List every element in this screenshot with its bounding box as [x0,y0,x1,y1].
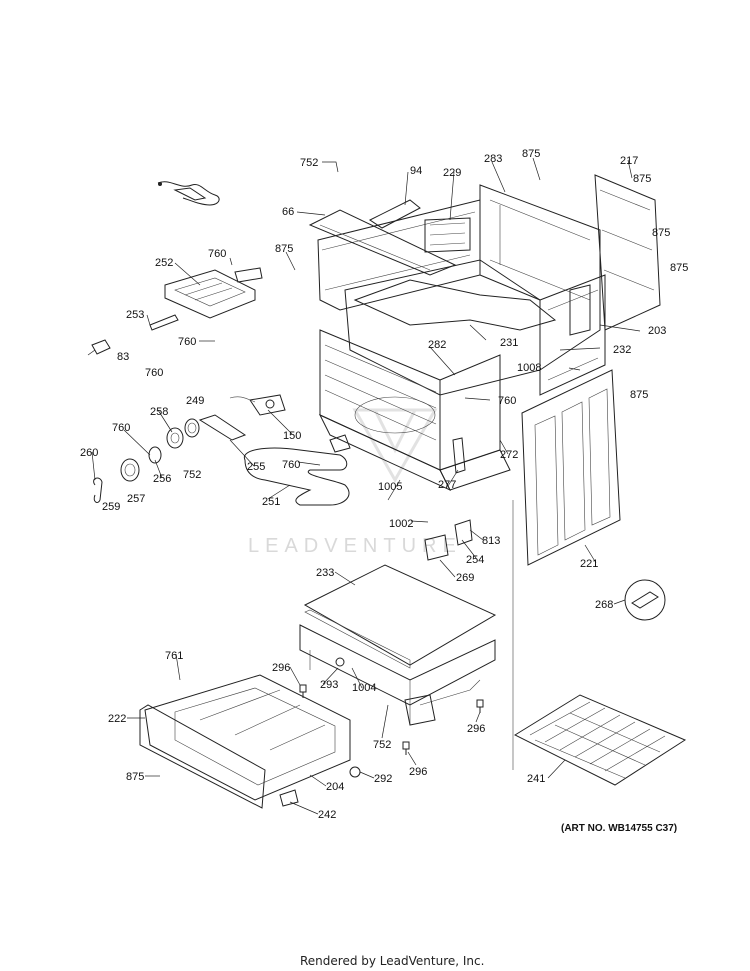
label-752: 752 [183,469,201,481]
label-277: 277 [438,479,456,491]
label-242: 242 [318,809,336,821]
label-233: 233 [316,567,334,579]
label-254: 254 [466,554,484,566]
label-229: 229 [443,167,461,179]
label-217: 217 [620,155,638,167]
label-760: 760 [282,459,300,471]
fasteners [299,657,484,778]
label-253: 253 [126,309,144,321]
insulation-block [424,217,471,253]
art-number: (ART NO. WB14755 C37) [561,823,677,834]
label-222: 222 [108,713,126,725]
label-268: 268 [595,599,613,611]
label-813: 813 [482,535,500,547]
label-1004: 1004 [352,682,376,694]
label-258: 258 [150,406,168,418]
label-203: 203 [648,325,666,337]
label-292: 292 [374,773,392,785]
label-1008: 1008 [517,362,541,374]
label-241: 241 [527,773,545,785]
label-282: 282 [428,339,446,351]
part-83 [91,339,111,355]
support-frame [299,624,496,726]
oven-rack [513,694,687,786]
watermark-logo: LEADVENTURE [248,408,462,557]
latch [452,437,466,474]
part-labels: 752 94 229 283 875 217 875 66 875 875 87… [80,148,688,821]
top-brackets [308,199,457,276]
wire-harness [157,181,220,206]
label-leaders [87,157,641,815]
label-94: 94 [410,165,422,177]
label-760: 760 [498,395,516,407]
label-249: 249 [186,395,204,407]
label-761: 761 [165,650,183,662]
label-875: 875 [275,243,293,255]
label-221: 221 [580,558,598,570]
label-752: 752 [373,739,391,751]
rear-panel [594,174,661,331]
label-760: 760 [112,422,130,434]
control-assembly [229,394,286,416]
label-293: 293 [320,679,338,691]
label-875: 875 [630,389,648,401]
label-232: 232 [613,344,631,356]
label-296: 296 [467,723,485,735]
label-875: 875 [670,262,688,274]
oven-body [317,184,606,492]
label-259: 259 [102,501,120,513]
knob-assembly [93,418,200,503]
label-875: 875 [633,173,651,185]
bottom-plate [303,564,497,669]
label-269: 269 [456,572,474,584]
label-83: 83 [117,351,129,363]
storage-drawer [139,674,351,809]
label-204: 204 [326,781,344,793]
bracket-255 [198,414,247,441]
door-switch [424,519,473,561]
bake-element [243,434,351,506]
label-66: 66 [282,206,294,218]
broil-element [149,267,263,331]
label-296: 296 [272,662,290,674]
label-1005: 1005 [378,481,402,493]
label-760: 760 [145,367,163,379]
vent-duct [353,279,557,331]
label-231: 231 [500,337,518,349]
label-760: 760 [178,336,196,348]
label-255: 255 [247,461,265,473]
label-283: 283 [484,153,502,165]
label-875: 875 [522,148,540,160]
label-150: 150 [283,430,301,442]
label-257: 257 [127,493,145,505]
label-296: 296 [409,766,427,778]
label-1002: 1002 [389,518,413,530]
label-760: 760 [208,248,226,260]
label-256: 256 [153,473,171,485]
label-875: 875 [652,227,670,239]
watermark-text: LEADVENTURE [248,535,462,557]
label-252: 252 [155,257,173,269]
label-875: 875 [126,771,144,783]
label-272: 272 [500,449,518,461]
side-panel [521,369,621,566]
label-251: 251 [262,496,280,508]
part-268-callout [624,579,666,621]
footer-credit: Rendered by LeadVenture, Inc. [300,954,484,968]
label-260: 260 [80,447,98,459]
label-752: 752 [300,157,318,169]
